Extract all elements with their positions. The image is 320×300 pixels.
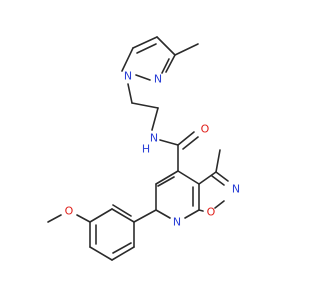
- isoxazole-n-label: N: [232, 183, 240, 196]
- bond: [215, 171, 229, 182]
- carbonyl-o-label: O: [201, 123, 210, 136]
- bond: [155, 209, 171, 219]
- bond: [156, 36, 176, 56]
- methoxy-o-label: O: [65, 205, 74, 218]
- bond: [161, 58, 170, 74]
- bond-methyl: [47, 214, 62, 223]
- atom-labels: N N N H O N O N O: [65, 70, 240, 229]
- bond: [165, 54, 176, 73]
- bond: [131, 102, 159, 109]
- bond: [112, 204, 132, 217]
- bond: [136, 43, 157, 54]
- amide-h-label: H: [142, 143, 150, 156]
- bond: [198, 209, 204, 212]
- bond: [112, 242, 132, 254]
- bond: [155, 170, 179, 185]
- bond: [214, 200, 225, 209]
- bond: [211, 175, 225, 186]
- molecule-diagram: N N N H O N O N O: [47, 36, 240, 261]
- bond-carbonyl: [177, 131, 195, 146]
- bond: [89, 246, 113, 261]
- bond: [111, 208, 135, 223]
- bond: [121, 47, 134, 72]
- bond: [76, 214, 91, 223]
- bond: [151, 107, 159, 131]
- bond: [89, 208, 113, 223]
- bond: [198, 171, 217, 185]
- bond: [184, 209, 200, 219]
- pyrazole-n2-label: N: [154, 73, 162, 86]
- bond: [132, 36, 158, 49]
- pyridine-n-label: N: [173, 216, 181, 229]
- bond: [135, 74, 151, 81]
- bond: [157, 176, 175, 187]
- bond: [111, 246, 135, 261]
- bonds: [47, 36, 229, 261]
- bond-methyl: [215, 149, 221, 173]
- bond: [177, 170, 200, 185]
- isoxazole-o-label: O: [207, 206, 216, 219]
- bond-carbonyl: [182, 136, 199, 150]
- bond: [133, 209, 157, 223]
- bond: [127, 83, 133, 104]
- bond: [159, 139, 179, 146]
- pyrazole-n1-label: N: [124, 70, 132, 83]
- structure-svg: N N N H O N O N O: [47, 36, 240, 261]
- amide-n-label: N: [150, 132, 158, 145]
- bond-methyl: [174, 43, 199, 56]
